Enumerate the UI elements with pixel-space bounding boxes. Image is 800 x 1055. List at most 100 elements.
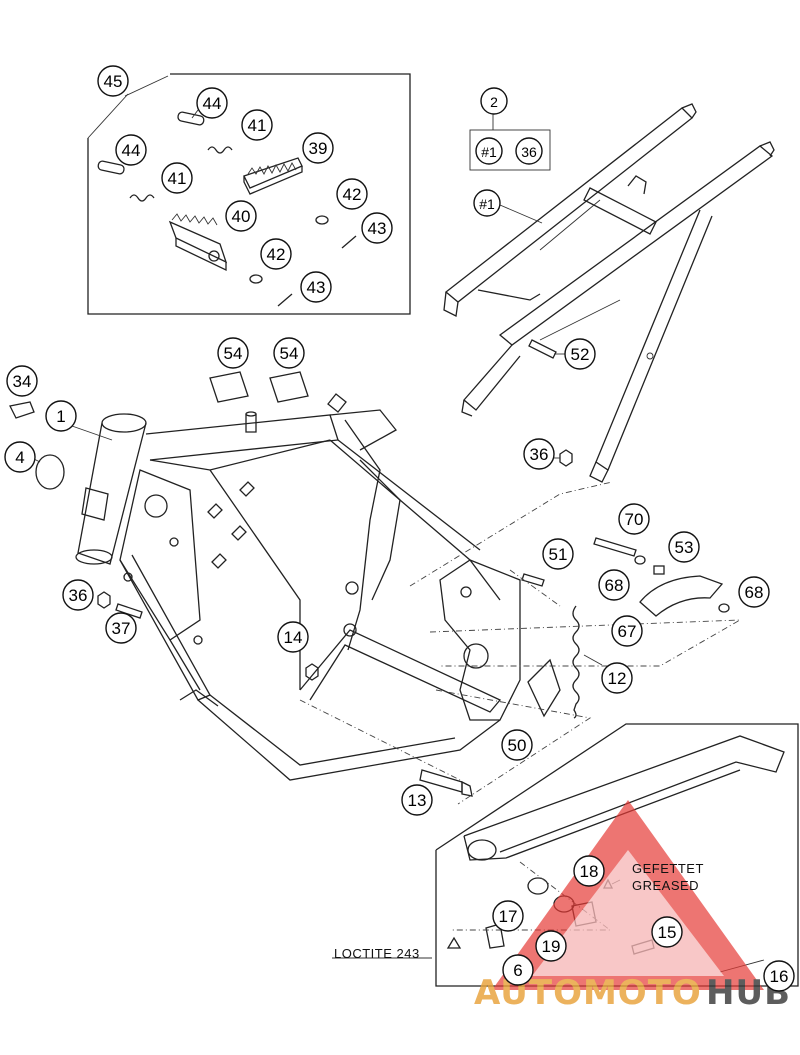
callout-c37: 37 bbox=[105, 612, 137, 644]
callout-c52: 52 bbox=[564, 338, 596, 370]
washer-part-68-a bbox=[634, 555, 646, 565]
callout-c42a: 42 bbox=[336, 178, 368, 210]
sticker-part-54-right bbox=[269, 371, 309, 403]
callout-number: 53 bbox=[675, 538, 694, 557]
subframe-part bbox=[443, 103, 775, 483]
callout-c68a: 68 bbox=[598, 569, 630, 601]
callout-circle bbox=[618, 503, 650, 535]
callout-number: 16 bbox=[770, 967, 789, 986]
callout-number: 2 bbox=[490, 94, 498, 110]
callout-number: 44 bbox=[203, 94, 222, 113]
callout-number: 68 bbox=[745, 583, 764, 602]
callout-c40: 40 bbox=[225, 200, 257, 232]
callout-c4: 4 bbox=[4, 441, 36, 473]
callout-number: 54 bbox=[280, 344, 299, 363]
callout-circle bbox=[302, 132, 334, 164]
seal-part-17 bbox=[527, 877, 549, 895]
callout-number: 13 bbox=[408, 791, 427, 810]
screw-part-70 bbox=[593, 537, 637, 557]
callout-c12: 12 bbox=[601, 662, 633, 694]
main-frame-part bbox=[75, 393, 521, 781]
screw-part-37 bbox=[115, 603, 143, 619]
callout-number: 12 bbox=[608, 669, 627, 688]
callout-circle bbox=[6, 365, 38, 397]
spring-part-upper bbox=[207, 146, 233, 154]
callout-c14: 14 bbox=[277, 621, 309, 653]
bolt-part-52 bbox=[528, 339, 557, 359]
callout-c16: 16 bbox=[763, 960, 795, 992]
callout-circle bbox=[492, 900, 524, 932]
callout-circle bbox=[473, 189, 501, 217]
callout-circle bbox=[668, 531, 700, 563]
callout-circle bbox=[535, 930, 567, 962]
callout-c13: 13 bbox=[401, 784, 433, 816]
footpeg-part-right bbox=[243, 157, 303, 195]
callout-number: 1 bbox=[56, 407, 65, 426]
callout-number: 43 bbox=[368, 219, 387, 238]
callout-circle bbox=[611, 615, 643, 647]
screw-part-51 bbox=[521, 573, 545, 587]
callout-c68b: 68 bbox=[738, 576, 770, 608]
bolt-part-6 bbox=[485, 923, 505, 949]
sticker-part-54-left bbox=[209, 371, 249, 403]
callout-c41b: 41 bbox=[161, 162, 193, 194]
callout-number: 42 bbox=[343, 185, 362, 204]
callout-circle bbox=[260, 238, 292, 270]
nut-part-14 bbox=[305, 663, 319, 681]
callout-circle bbox=[241, 109, 273, 141]
note-loctite: LOCTITE 243 bbox=[334, 946, 420, 961]
callout-circle bbox=[738, 576, 770, 608]
bushing-part-34 bbox=[9, 401, 35, 419]
callout-number: 18 bbox=[580, 862, 599, 881]
callout-c18: 18 bbox=[573, 855, 605, 887]
callout-c34: 34 bbox=[6, 365, 38, 397]
footpeg-part-left bbox=[168, 213, 228, 272]
callout-c42b: 42 bbox=[260, 238, 292, 270]
callout-number: 4 bbox=[15, 448, 24, 467]
callout-circle bbox=[502, 954, 534, 986]
callout-circle bbox=[480, 87, 508, 115]
callout-number: 51 bbox=[549, 545, 568, 564]
callout-c2: 2 bbox=[480, 87, 508, 115]
nut-part-36-frame bbox=[97, 591, 111, 609]
callout-c45: 45 bbox=[97, 65, 129, 97]
kit-content-box bbox=[469, 129, 551, 171]
callout-number: #1 bbox=[479, 196, 495, 212]
callout-circle bbox=[4, 441, 36, 473]
callout-number: 15 bbox=[658, 923, 677, 942]
callout-number: 14 bbox=[284, 628, 303, 647]
nut-part-36-subframe bbox=[559, 449, 573, 467]
washer-part-68-b bbox=[718, 603, 730, 613]
callout-number: 40 bbox=[232, 207, 251, 226]
callout-circle bbox=[45, 400, 77, 432]
callout-number: 6 bbox=[513, 961, 522, 980]
callout-circle bbox=[196, 87, 228, 119]
callout-number: 41 bbox=[168, 169, 187, 188]
callout-circle bbox=[105, 612, 137, 644]
callout-number: 54 bbox=[224, 344, 243, 363]
callout-number: 39 bbox=[309, 139, 328, 158]
callout-number: 44 bbox=[122, 141, 141, 160]
callout-circle bbox=[523, 438, 555, 470]
callout-c53: 53 bbox=[668, 531, 700, 563]
callout-number: 41 bbox=[248, 116, 267, 135]
washer-part-upper bbox=[315, 215, 329, 225]
callout-c1: 1 bbox=[45, 400, 77, 432]
split-pin-part-upper bbox=[341, 235, 357, 249]
callout-c50: 50 bbox=[501, 729, 533, 761]
split-pin-part-lower bbox=[277, 293, 293, 307]
loctite-drop-icon bbox=[446, 936, 462, 949]
callout-c39: 39 bbox=[302, 132, 334, 164]
callout-circle bbox=[97, 65, 129, 97]
callout-circle bbox=[401, 784, 433, 816]
callout-c67: 67 bbox=[611, 615, 643, 647]
bolt-head-13 bbox=[461, 780, 473, 797]
callout-number: 36 bbox=[530, 445, 549, 464]
callout-circle bbox=[475, 137, 503, 165]
callout-number: 36 bbox=[521, 144, 537, 160]
footpeg-kit-group bbox=[87, 73, 411, 315]
callout-c54b: 54 bbox=[273, 337, 305, 369]
note-greased-en: GREASED bbox=[632, 878, 699, 893]
callout-number: 52 bbox=[571, 345, 590, 364]
